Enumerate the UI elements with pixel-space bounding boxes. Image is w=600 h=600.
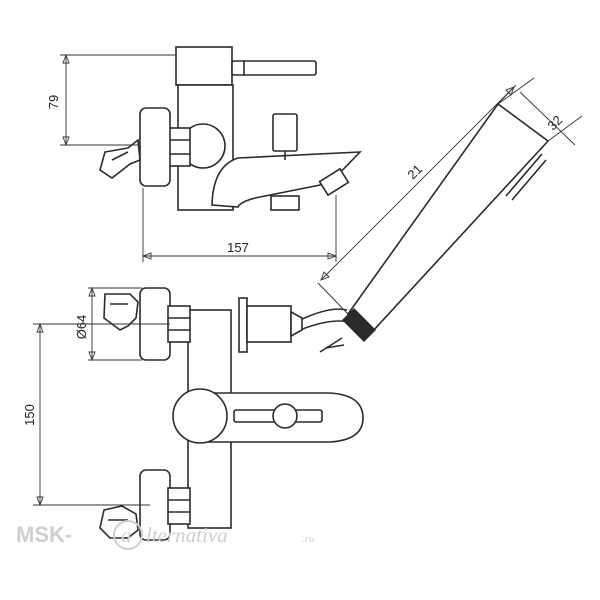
watermark-logo-letter: a — [121, 523, 132, 547]
front-lower-handle — [99, 505, 139, 539]
watermark-brand-right: lternativa — [146, 523, 228, 547]
dim-157-label: 157 — [227, 240, 249, 255]
hand-shower-thread — [342, 308, 376, 342]
hand-shower-body — [346, 102, 550, 334]
top-hex-nut — [167, 127, 191, 167]
top-wall-flange — [139, 107, 171, 187]
watermark-brand-left: MSK- — [16, 522, 72, 547]
watermark-logo-a — [113, 520, 143, 550]
top-outlet — [270, 195, 300, 211]
dim-64-label: Ø64 — [74, 315, 89, 340]
dim-150-label: 150 — [22, 404, 37, 426]
watermark: MSK- a lternativa .ru — [16, 520, 315, 550]
front-lower-nut — [167, 487, 191, 525]
top-lever-handle — [231, 60, 317, 76]
dim-79-label: 79 — [46, 95, 61, 109]
front-shower-connector — [238, 297, 248, 353]
front-view: Ø64 150 — [22, 286, 364, 541]
front-upper-handle — [103, 293, 139, 331]
front-upper-nut — [167, 305, 191, 343]
front-shower-holder — [246, 305, 292, 343]
front-cartridge-ball — [172, 388, 228, 444]
watermark-domain: .ru — [302, 533, 315, 545]
top-view: 79 157 — [46, 46, 362, 262]
shower-hose — [299, 308, 348, 321]
hand-shower: 21 32 — [299, 77, 583, 353]
top-valve-handle — [99, 138, 141, 179]
front-diverter-knob — [272, 403, 298, 429]
top-lever-cap — [175, 46, 233, 86]
top-aerator — [318, 167, 350, 197]
top-diverter-knob — [272, 113, 298, 152]
